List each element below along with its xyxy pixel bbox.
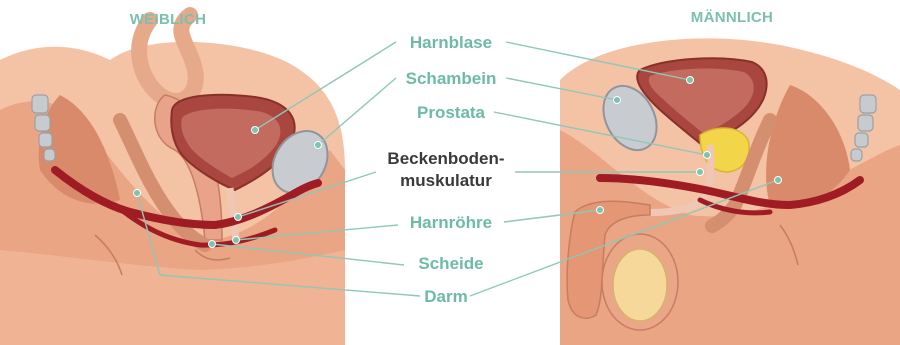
female-pelvis: [0, 15, 345, 345]
label-pubic-bone: Schambein: [406, 69, 497, 88]
label-urethra: Harnröhre: [410, 213, 492, 232]
heading-female: WEIBLICH: [130, 11, 207, 28]
label-vagina: Scheide: [418, 254, 483, 273]
label-pelvic-floor-line1: Beckenboden-: [387, 149, 504, 168]
label-bowel: Darm: [424, 287, 467, 306]
label-pelvic-floor-line2: muskulatur: [400, 171, 492, 190]
male-testis: [613, 249, 667, 321]
label-bladder: Harnblase: [410, 33, 492, 52]
male-pelvis: [560, 38, 900, 345]
heading-male: MÄNNLICH: [691, 9, 773, 26]
label-prostate: Prostata: [417, 103, 486, 122]
